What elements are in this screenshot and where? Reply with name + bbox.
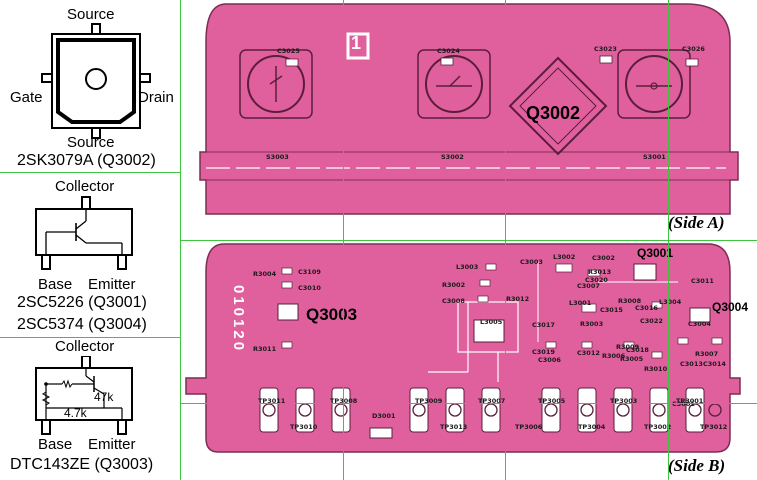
label-tp3007: TP3007	[478, 397, 506, 405]
q3003-label: Q3003	[306, 305, 358, 324]
label-tp3005: TP3005	[538, 397, 566, 405]
label-tp3010: TP3010	[290, 423, 318, 431]
label-tp3013: TP3013	[440, 423, 468, 431]
label-r3007: R3007	[695, 350, 719, 358]
label-r3002: R3002	[442, 281, 466, 289]
bjt-package-symbol	[35, 196, 133, 270]
bjt-base-label: Base	[38, 276, 73, 293]
label-r3010: R3010	[644, 365, 668, 373]
fet-drain-label: Drain	[138, 89, 174, 106]
dtc-emitter-label: Emitter	[88, 436, 136, 453]
dtc-base-label: Base	[38, 436, 73, 453]
label-tp3006: TP3006	[515, 423, 543, 431]
label-c3008: C3008	[442, 297, 465, 305]
label-l3002: L3002	[553, 253, 576, 261]
label-r3012: R3012	[506, 295, 530, 303]
bjt-emitter-label: Emitter	[88, 276, 136, 293]
label-c3002: C3002	[592, 254, 615, 262]
label-c3020: C3020	[585, 276, 608, 284]
label-c3017: C3017	[532, 321, 555, 329]
q3002-footprint	[508, 56, 608, 156]
label-s3001: S3001	[643, 153, 666, 161]
label-r3013: R3013	[588, 268, 612, 276]
label-c3014: C3014	[703, 360, 726, 368]
label-c3010: C3010	[298, 284, 321, 292]
label-c3026: C3026	[682, 45, 705, 53]
side-b-board-code: 010120	[230, 285, 247, 354]
label-l3001: L3001	[569, 299, 592, 307]
label-c3012: C3012	[577, 349, 600, 357]
label-l3004: L3004	[659, 298, 682, 306]
q3004-label: Q3004	[712, 300, 749, 314]
label-r3008: R3008	[618, 297, 642, 305]
fet-package-symbol	[41, 23, 151, 139]
fet-source-top-label: Source	[67, 6, 115, 23]
q3002-label: Q3002	[526, 103, 581, 123]
label-c3003: C3003	[520, 258, 543, 266]
label-d3001: D3001	[372, 412, 396, 420]
label-c3001: C3001	[672, 400, 695, 408]
label-c3018: C3018	[626, 346, 649, 354]
label-tp3011: TP3011	[258, 397, 286, 405]
label-r3004: R3004	[253, 270, 277, 278]
label-c3023: C3023	[594, 45, 617, 53]
dtc-part-number: DTC143ZE (Q3003)	[10, 456, 154, 473]
side-b-label: (Side B)	[668, 456, 726, 475]
label-r3009: R3009	[616, 343, 640, 351]
label-tp3002: TP3002	[644, 423, 672, 431]
label-c3013: C3013	[680, 360, 703, 368]
side-a-board	[199, 3, 739, 215]
label-tp3004: TP3004	[578, 423, 606, 431]
label-r3011: R3011	[253, 345, 277, 353]
label-s3002: S3002	[441, 153, 464, 161]
label-c3007: C3007	[577, 282, 600, 290]
label-r3003: R3003	[580, 320, 604, 328]
label-r3006: R3006	[602, 352, 626, 360]
side-a-board-number: 1	[351, 33, 362, 53]
q3001-label: Q3001	[637, 246, 674, 260]
label-s3003: S3003	[266, 153, 289, 161]
label-tp3001: TP3001	[676, 397, 704, 405]
label-l3005: L3005	[480, 318, 503, 326]
label-c3022: C3022	[640, 317, 663, 325]
side-a-label: (Side A)	[668, 213, 725, 232]
label-r3005: R3005	[620, 355, 644, 363]
bjt-collector-label: Collector	[55, 178, 115, 195]
label-c3015: C3015	[600, 306, 623, 314]
label-c3011: C3011	[691, 277, 714, 285]
label-tp3009: TP3009	[415, 397, 443, 405]
dtc-package-symbol	[35, 356, 133, 435]
label-tp3012: TP3012	[700, 423, 728, 431]
dtc-collector-label: Collector	[55, 338, 115, 355]
side-b-board	[185, 243, 741, 453]
dtc-resistor-4-7k-label: 4.7k	[64, 406, 87, 420]
label-c3016: C3016	[635, 304, 658, 312]
label-l3003: L3003	[456, 263, 479, 271]
switch-s3001	[617, 49, 691, 119]
bjt-part-number-1: 2SC5226 (Q3001)	[17, 294, 147, 311]
dtc-resistor-47k-label: 47k	[94, 390, 114, 404]
fet-part-number: 2SK3079A (Q3002)	[17, 152, 156, 169]
label-c3019: C3019	[532, 348, 555, 356]
switch-s3003	[239, 49, 313, 119]
bjt-part-number-2: 2SC5374 (Q3004)	[17, 316, 147, 333]
label-c3024: C3024	[437, 47, 460, 55]
switch-s3002	[417, 49, 491, 119]
label-tp3003: TP3003	[610, 397, 638, 405]
label-c3004: C3004	[688, 320, 711, 328]
label-c3006: C3006	[538, 356, 561, 364]
fet-gate-label: Gate	[10, 89, 43, 106]
label-c3109: C3109	[298, 268, 321, 276]
label-c3025: C3025	[277, 47, 300, 55]
fet-source-bottom-label: Source	[67, 134, 115, 151]
